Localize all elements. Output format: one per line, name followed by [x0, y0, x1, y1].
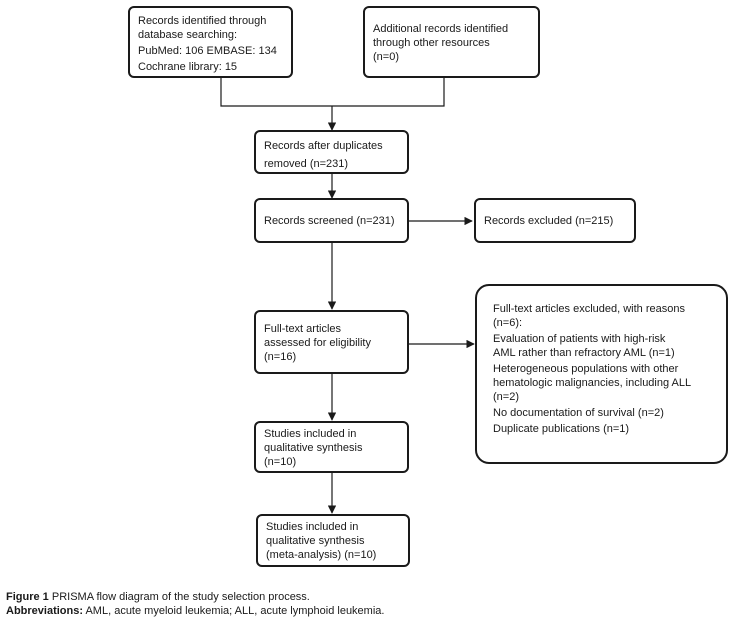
box-line: Records screened (n=231) [264, 215, 395, 227]
box-fulltext-assessed: Full-text articles assessed for eligibil… [254, 310, 409, 374]
box-line: qualitative synthesis [264, 442, 363, 454]
box-line: (n=2) [493, 391, 519, 403]
box-line: Records identified through [138, 15, 267, 27]
box-line: AML rather than refractory AML (n=1) [493, 347, 675, 359]
box-line: (meta-analysis) (n=10) [266, 549, 377, 561]
box-line: qualitative synthesis [266, 535, 365, 547]
box-line: Studies included in [264, 428, 357, 440]
box-line: Studies included in [266, 521, 359, 533]
box-line: Additional records identified [373, 23, 509, 35]
box-line: PubMed: 106 EMBASE: 134 [138, 45, 277, 57]
box-line: Heterogeneous populations with other [493, 363, 679, 375]
box-records-after-duplicates: Records after duplicates removed (n=231) [254, 130, 409, 174]
box-line: Records excluded (n=215) [484, 215, 614, 227]
figure-caption-text: PRISMA flow diagram of the study selecti… [51, 591, 310, 603]
box-line: (n=10) [264, 456, 297, 468]
box-studies-qualitative: Studies included in qualitative synthesi… [254, 421, 409, 473]
merge-connector [220, 78, 445, 107]
box-line: Evaluation of patients with high-risk [493, 333, 666, 345]
box-records-excluded: Records excluded (n=215) [474, 198, 636, 243]
box-line: No documentation of survival (n=2) [493, 407, 664, 419]
box-line: (n=0) [373, 51, 399, 63]
box-line: through other resources [373, 37, 490, 49]
connector-lines [220, 78, 475, 514]
box-line: (n=6): [493, 317, 523, 329]
box-line: database searching: [138, 29, 238, 41]
abbreviations-caption: Abbreviations: AML, acute myeloid leukem… [6, 604, 384, 618]
prisma-flow-diagram: Records identified through database sear… [128, 6, 728, 567]
box-line: Full-text articles [264, 323, 342, 335]
box-line: Records after duplicates [264, 140, 383, 152]
box-line: removed (n=231) [264, 158, 349, 170]
box-line: Cochrane library: 15 [138, 61, 238, 73]
box-line: (n=16) [264, 351, 297, 363]
box-records-screened: Records screened (n=231) [254, 198, 409, 243]
box-line: Duplicate publications (n=1) [493, 423, 630, 435]
figure-caption: Figure 1 PRISMA flow diagram of the stud… [6, 590, 310, 604]
box-line: Full-text articles excluded, with reason… [493, 303, 685, 315]
box-records-identified-database: Records identified through database sear… [128, 6, 293, 78]
box-records-identified-other: Additional records identified through ot… [363, 6, 540, 78]
figure-label: Figure 1 [6, 591, 49, 603]
box-line: hematologic malignancies, including ALL [493, 377, 692, 389]
box-fulltext-excluded: Full-text articles excluded, with reason… [475, 284, 728, 464]
box-studies-meta-analysis: Studies included in qualitative synthesi… [256, 514, 410, 567]
abbreviations-label: Abbreviations: [6, 605, 84, 617]
box-line: assessed for eligibility [264, 337, 371, 349]
abbreviations-text: AML, acute myeloid leukemia; ALL, acute … [85, 605, 385, 617]
